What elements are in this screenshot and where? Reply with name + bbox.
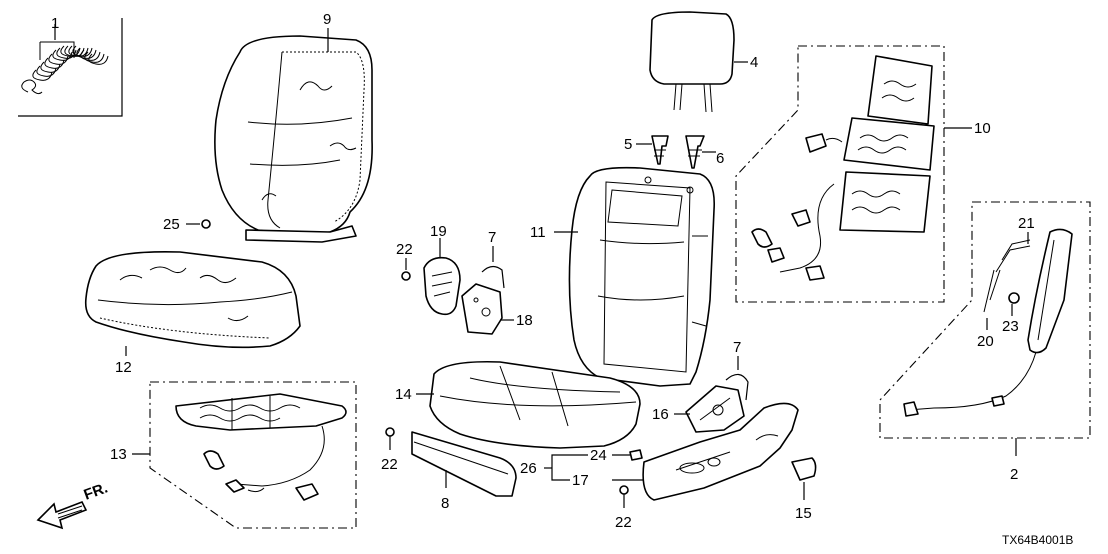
callout-2: 2 (1010, 466, 1018, 483)
callout-22-c: 22 (615, 514, 632, 531)
part-14-cushion-pad: 14 (395, 360, 641, 449)
callout-22-b: 22 (381, 456, 398, 473)
part-21-strap: 21 (989, 215, 1035, 301)
part-22-middle: 22 (381, 427, 398, 473)
callout-25: 25 (163, 216, 180, 233)
part-8-front-trim: 8 (411, 431, 517, 512)
part-20-strap: 20 (977, 269, 995, 350)
callout-19: 19 (430, 223, 447, 240)
callout-10: 10 (974, 120, 991, 137)
callout-11: 11 (530, 224, 546, 241)
part-13-cushion-heater: 13 (110, 381, 357, 529)
part-15-knob: 15 (791, 457, 817, 522)
part-18-recliner-bracket: 18 (461, 283, 533, 335)
callout-26: 26 (520, 460, 537, 477)
callout-24: 24 (590, 447, 607, 464)
part-5-headrest-guide: 5 (624, 135, 669, 165)
callout-15: 15 (795, 505, 812, 522)
callout-4: 4 (750, 54, 758, 71)
part-17-screw: 17 (572, 472, 644, 489)
part-16-recliner-mechanism: 16 (652, 385, 745, 433)
part-22-upper: 22 (396, 241, 413, 281)
part-9-seatback-rear-cover: 9 (214, 11, 373, 243)
part-7-upper-wire: 7 (481, 229, 505, 289)
callout-12: 12 (115, 359, 132, 376)
part-seat-side-cover (642, 402, 799, 501)
part-25-clip: 25 (163, 216, 211, 233)
callout-23: 23 (1002, 318, 1019, 335)
part-24-screw: 24 (590, 447, 643, 464)
part-26-bracket: 26 (520, 454, 588, 481)
callout-13: 13 (110, 446, 127, 463)
front-direction-label: FR. (82, 480, 111, 504)
part-1-clips: 1 (18, 15, 123, 117)
callout-16: 16 (652, 406, 669, 423)
part-22-lower: 22 (615, 485, 632, 531)
callout-14: 14 (395, 386, 412, 403)
callout-21: 21 (1018, 215, 1035, 232)
part-11-seatback-pad: 11 (530, 166, 716, 387)
callout-17: 17 (572, 472, 589, 489)
diagram-code: TX64B4001B (1002, 533, 1073, 547)
callout-22-a: 22 (396, 241, 413, 258)
part-12-seat-cushion: 12 (84, 250, 301, 376)
callout-6: 6 (716, 150, 724, 167)
part-23-nut: 23 (1002, 292, 1020, 335)
part-4-headrest: 4 (649, 11, 758, 113)
callout-5: 5 (624, 136, 632, 153)
callout-18: 18 (516, 312, 533, 329)
front-direction-arrow: FR. (36, 480, 111, 530)
part-2-side-airbag: 2 (879, 201, 1091, 483)
callout-9: 9 (323, 11, 331, 28)
part-6-headrest-guide: 6 (685, 135, 724, 169)
callout-7-b: 7 (733, 339, 741, 356)
part-19-recliner-cover: 19 (423, 223, 461, 316)
part-10-backrest-heater: 10 (735, 45, 991, 303)
callout-20: 20 (977, 333, 994, 350)
callout-1: 1 (51, 15, 59, 32)
callout-7-a: 7 (488, 229, 496, 246)
callout-8: 8 (441, 495, 449, 512)
part-7-lower-wire: 7 (725, 339, 749, 401)
